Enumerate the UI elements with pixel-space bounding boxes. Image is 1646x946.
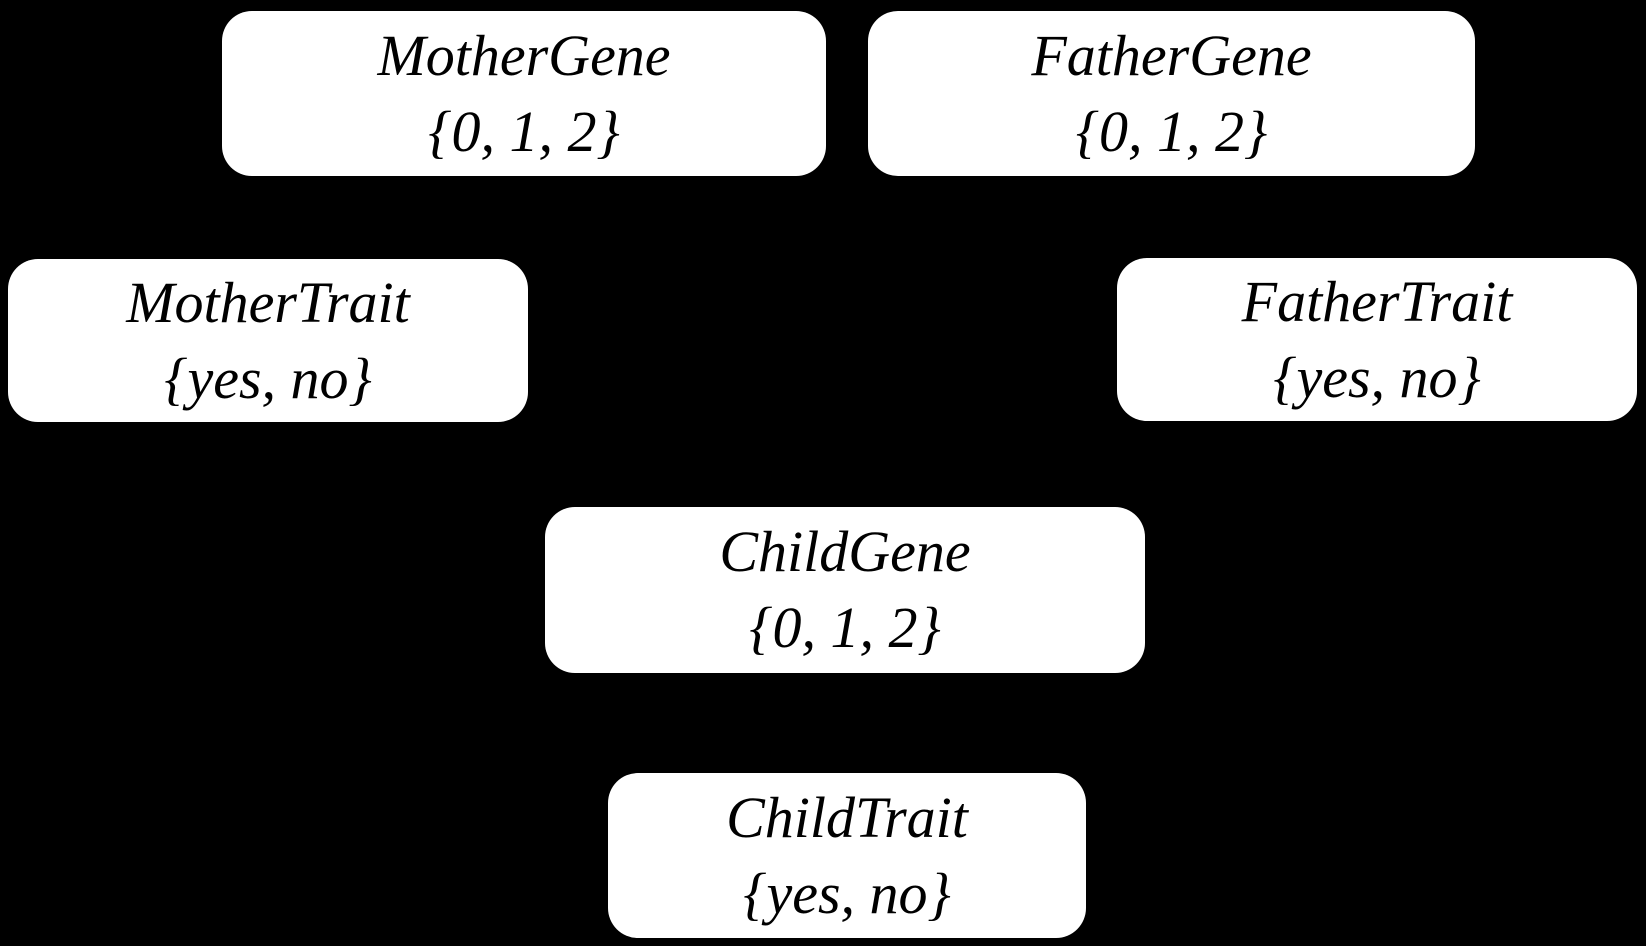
node-father-trait-title: FatherTrait (1241, 268, 1513, 334)
node-child-trait: ChildTrait {yes, no} (608, 773, 1086, 938)
node-child-gene-title: ChildGene (719, 519, 971, 584)
node-child-trait-values: {yes, no} (743, 860, 951, 926)
node-mother-trait-values: {yes, no} (164, 345, 372, 411)
node-father-gene-values: {0, 1, 2} (1075, 98, 1268, 164)
node-child-gene: ChildGene {0, 1, 2} (545, 507, 1145, 673)
node-mother-trait: MotherTrait {yes, no} (8, 259, 528, 422)
node-father-gene: FatherGene {0, 1, 2} (868, 11, 1475, 176)
node-child-gene-values: {0, 1, 2} (749, 595, 941, 660)
node-father-trait: FatherTrait {yes, no} (1117, 258, 1637, 421)
node-mother-gene-values: {0, 1, 2} (428, 98, 620, 164)
node-mother-gene-title: MotherGene (377, 22, 671, 88)
node-mother-trait-title: MotherTrait (126, 269, 410, 335)
node-child-trait-title: ChildTrait (726, 784, 968, 850)
node-father-gene-title: FatherGene (1031, 22, 1312, 88)
node-father-trait-values: {yes, no} (1273, 344, 1481, 410)
node-mother-gene: MotherGene {0, 1, 2} (222, 11, 826, 176)
